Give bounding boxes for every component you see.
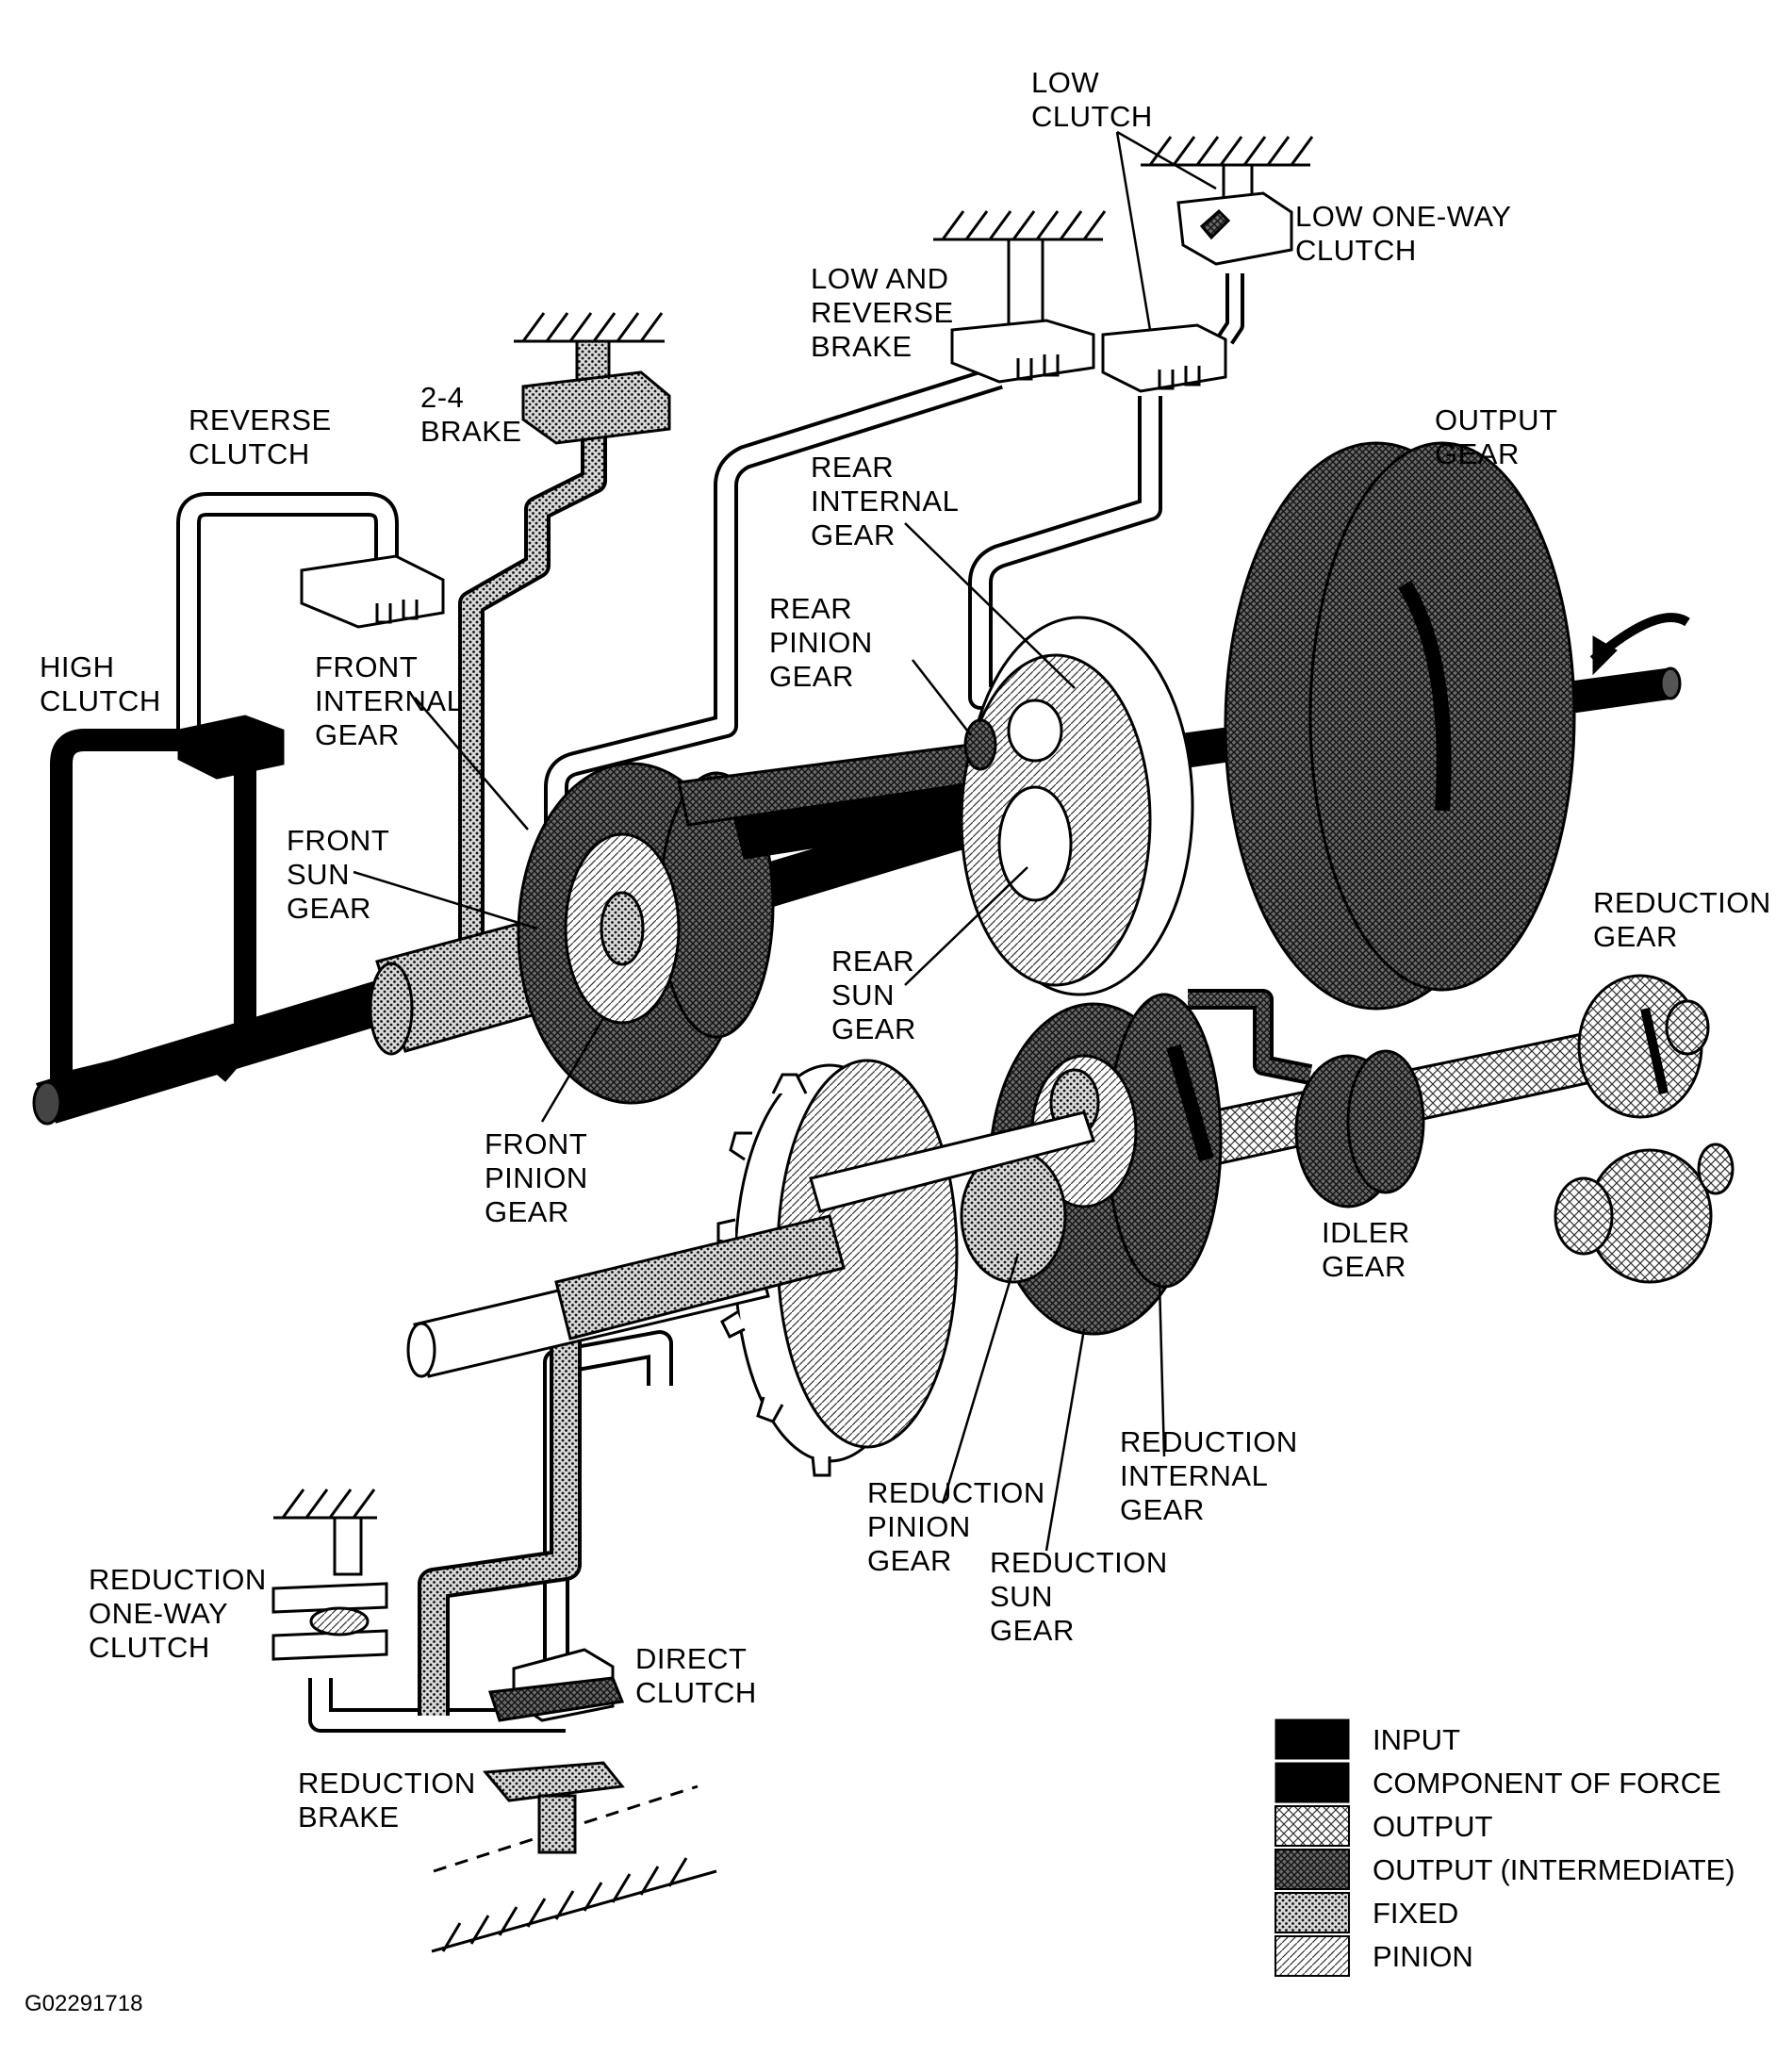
legend: INPUT COMPONENT OF FORCE OUTPUT OUTPUT (…	[1274, 1718, 1765, 1978]
legend-swatch	[1274, 1935, 1350, 1977]
legend-label: PINION	[1373, 1940, 1473, 1973]
legend-item: COMPONENT OF FORCE	[1274, 1761, 1765, 1804]
legend-swatch	[1274, 1892, 1350, 1933]
clutch-blocks	[177, 191, 1293, 1854]
supports	[333, 163, 1254, 1576]
legend-label: OUTPUT	[1373, 1810, 1493, 1843]
legend-swatch	[1274, 1718, 1350, 1760]
lower-shafts	[406, 1110, 1095, 1378]
legend-label: OUTPUT (INTERMEDIATE)	[1373, 1853, 1735, 1886]
legend-item: OUTPUT (INTERMEDIATE)	[1274, 1848, 1765, 1891]
leader-lines	[353, 130, 1217, 1552]
legend-label: COMPONENT OF FORCE	[1373, 1767, 1721, 1800]
legend-swatch	[1274, 1805, 1350, 1847]
reduction-shaft	[1205, 974, 1735, 1284]
legend-item: FIXED	[1274, 1891, 1765, 1934]
rear-planetary	[960, 616, 1194, 996]
figure-id: G02291718	[25, 1991, 143, 2016]
linkages	[50, 273, 1313, 1733]
output-gear	[1224, 441, 1576, 1011]
legend-label: FIXED	[1373, 1897, 1459, 1930]
reduction-planetary	[960, 993, 1223, 1336]
ground-low-reverse	[933, 210, 1107, 241]
ground-2-4-brake	[514, 312, 665, 343]
legend-item: OUTPUT	[1274, 1804, 1765, 1848]
legend-item: INPUT	[1274, 1718, 1765, 1761]
legend-item: PINION	[1274, 1934, 1765, 1978]
idler-gear-shape	[1294, 1049, 1425, 1209]
ground-reduction-one-way	[273, 1488, 377, 1520]
legend-swatch	[1274, 1849, 1350, 1890]
legend-label: INPUT	[1373, 1723, 1460, 1756]
legend-swatch	[1274, 1762, 1350, 1803]
rotation-arrow	[1589, 613, 1690, 676]
